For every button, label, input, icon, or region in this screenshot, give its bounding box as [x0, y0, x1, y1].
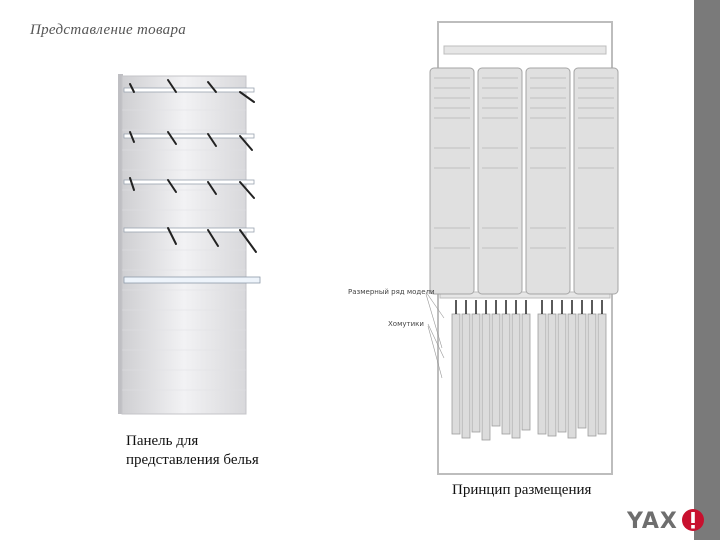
slide-title: Представление товара: [30, 22, 187, 38]
label-leader-lines: [425, 291, 445, 379]
rack-upper-garments: [429, 67, 619, 295]
panel-side-post: [118, 74, 123, 414]
svg-text:YAX: YAX: [627, 509, 678, 533]
rack-hanger-lines: [434, 77, 614, 249]
panel-rails: [123, 87, 261, 284]
lingerie-panel-illustration: [118, 74, 261, 415]
rack-caption: Принцип размещения: [452, 482, 592, 498]
rack-layout-illustration: Размерный ряд модели Хомутики: [348, 21, 619, 475]
rack-bottom-rail: [439, 291, 611, 299]
yax-logo: YAX: [627, 509, 704, 533]
rack-top-rail: [443, 45, 607, 55]
rack-lower-garments: [451, 313, 607, 441]
right-side-bar: [694, 0, 720, 540]
label-hanger: Хомутики: [388, 320, 424, 328]
panel-body: [121, 75, 247, 415]
rack-lower-hooks: [455, 300, 603, 314]
label-size-row: Размерный ряд модели: [348, 288, 435, 296]
panel-caption: Панель для представления белья: [126, 433, 259, 468]
panel-hooks: [129, 79, 257, 253]
